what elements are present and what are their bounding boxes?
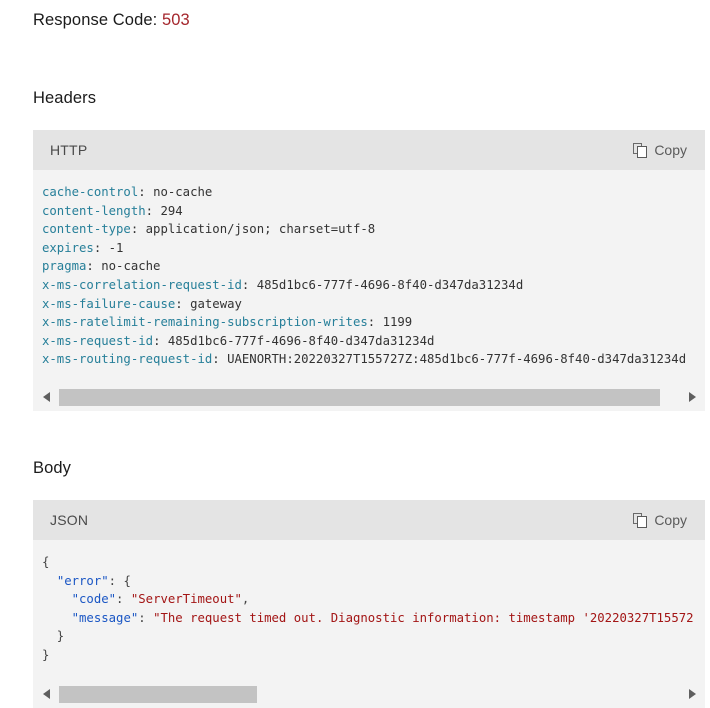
header-line: x-ms-correlation-request-id: 485d1bc6-77… [42,276,705,295]
header-separator: : [241,277,257,292]
json-punctuation [42,611,72,625]
json-line: "code": "ServerTimeout", [42,590,705,609]
json-line: } [42,646,705,665]
body-copy-button[interactable]: Copy [627,508,693,532]
header-value: application/json; charset=utf-8 [145,222,376,237]
header-separator: : [93,240,109,255]
header-separator: : [86,259,102,274]
header-line: x-ms-routing-request-id: UAENORTH:202203… [42,350,705,369]
body-copy-label: Copy [654,512,687,528]
header-value: 1199 [382,315,413,330]
body-code-area[interactable]: { "error": { "code": "ServerTimeout", "m… [33,540,705,695]
copy-icon [633,142,648,158]
json-line: } [42,627,705,646]
headers-scroll-track[interactable] [59,388,679,406]
json-punctuation: : { [108,573,131,588]
json-string: "The request timed out. Diagnostic infor… [153,610,694,625]
header-value: 485d1bc6-777f-4696-8f40-d347da31234d [167,333,435,348]
header-line: cache-control: no-cache [42,183,705,202]
response-code-label: Response Code: [33,11,162,29]
body-scroll-track[interactable] [59,685,679,703]
copy-icon [633,512,648,528]
body-panel-bar: JSON Copy [33,500,705,540]
header-line: content-type: application/json; charset=… [42,220,705,239]
json-punctuation [42,574,57,588]
header-separator: : [175,296,191,311]
body-horizontal-scrollbar[interactable] [33,680,705,708]
headers-section-heading: Headers [33,89,97,107]
json-line: { [42,553,705,572]
body-panel: JSON Copy { "error": { "code": "ServerTi… [33,500,705,708]
json-line: "error": { [42,572,705,591]
header-separator: : [130,222,146,237]
arrow-left-icon[interactable] [33,680,59,708]
json-punctuation: , [241,592,250,607]
headers-copy-label: Copy [654,142,687,158]
json-punctuation: } [42,629,65,644]
header-name: cache-control [42,185,139,199]
json-punctuation: : [116,592,131,607]
response-code-line: Response Code: 503 [33,11,190,30]
header-separator: : [212,352,228,367]
header-separator: : [138,185,154,199]
headers-copy-button[interactable]: Copy [627,138,693,162]
header-line: expires: -1 [42,239,705,258]
arrow-right-icon[interactable] [679,680,705,708]
header-value: 294 [160,203,183,218]
arrow-right-icon[interactable] [679,383,705,411]
header-name: pragma [42,259,87,274]
header-line: x-ms-failure-cause: gateway [42,295,705,314]
header-name: x-ms-request-id [42,333,154,348]
header-name: x-ms-correlation-request-id [42,277,242,292]
header-line: x-ms-ratelimit-remaining-subscription-wr… [42,313,705,332]
header-value: gateway [190,296,242,311]
json-string: "ServerTimeout" [130,592,242,607]
body-scroll-thumb[interactable] [59,685,258,703]
body-format-label: JSON [50,512,89,528]
header-value: no-cache [101,259,161,274]
header-value: -1 [108,240,124,255]
header-line: pragma: no-cache [42,257,705,276]
arrow-left-icon[interactable] [33,383,59,411]
header-value: 485d1bc6-777f-4696-8f40-d347da31234d [256,277,524,292]
header-name: x-ms-routing-request-id [42,352,213,367]
headers-horizontal-scrollbar[interactable] [33,383,705,411]
headers-scroll-thumb[interactable] [59,388,661,406]
response-code-value: 503 [162,11,190,29]
json-punctuation: : [138,610,154,625]
header-name: x-ms-failure-cause [42,296,176,311]
header-value: no-cache [153,185,213,199]
header-separator: : [367,315,383,330]
headers-format-label: HTTP [50,142,88,158]
header-separator: : [153,333,168,348]
header-value: UAENORTH:20220327T155727Z:485d1bc6-777f-… [227,352,687,367]
headers-panel-bar: HTTP Copy [33,130,705,170]
json-key: "code" [71,592,117,607]
header-name: content-length [42,203,146,218]
header-line: x-ms-request-id: 485d1bc6-777f-4696-8f40… [42,332,705,351]
json-punctuation: } [42,647,50,662]
json-key: "message" [71,610,139,625]
header-line: content-length: 294 [42,202,705,221]
json-line: "message": "The request timed out. Diagn… [42,609,705,628]
header-name: x-ms-ratelimit-remaining-subscription-wr… [42,315,368,330]
json-key: "error" [56,573,109,588]
json-punctuation [42,592,72,606]
body-section-heading: Body [33,459,72,477]
header-name: content-type [42,222,131,237]
header-name: expires [42,240,94,255]
header-separator: : [145,203,161,218]
json-punctuation: { [42,555,50,569]
